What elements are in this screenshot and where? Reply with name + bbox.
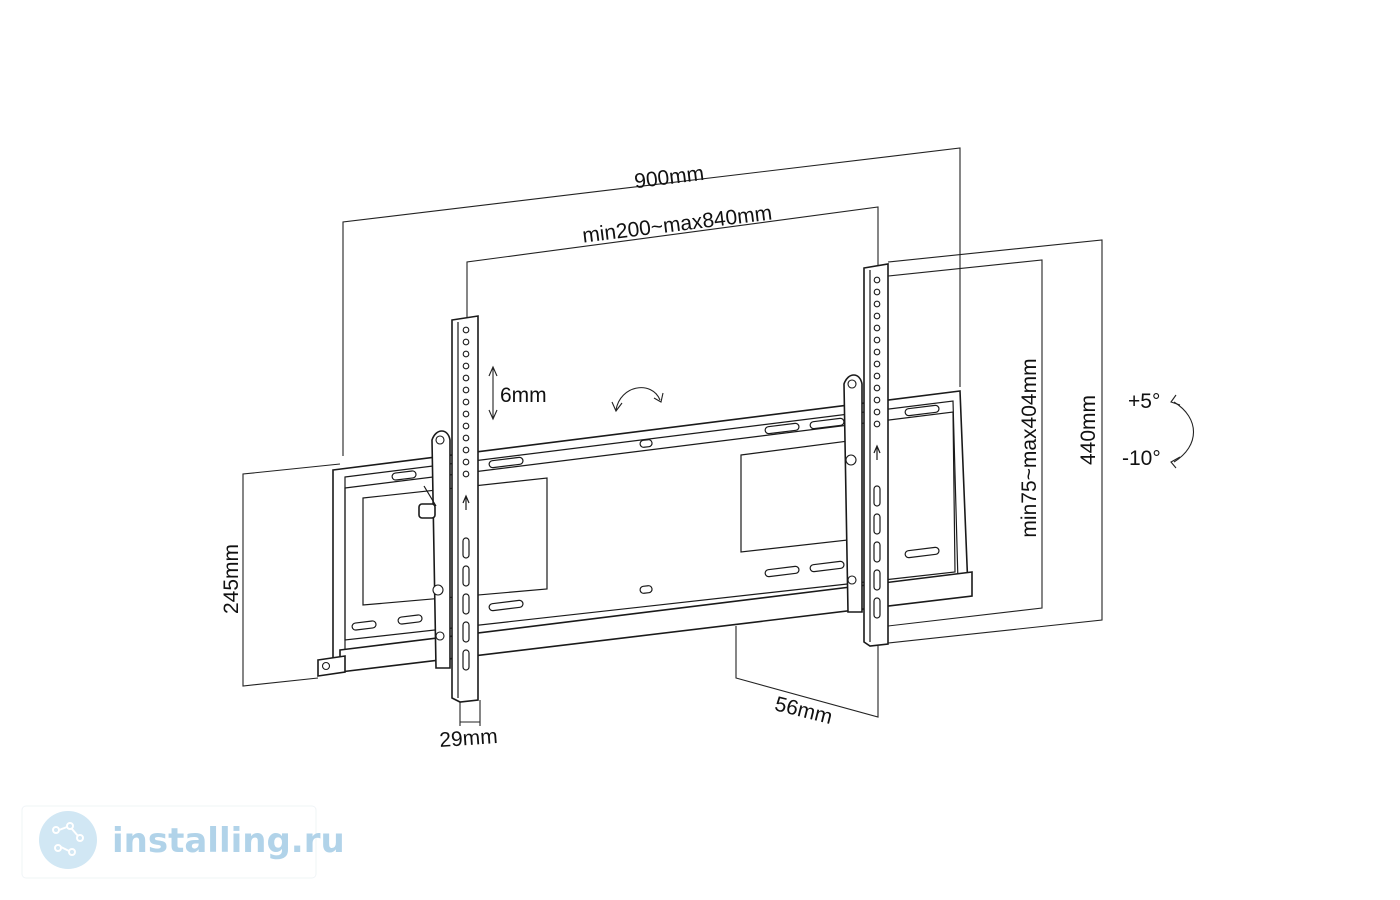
vesa-horizontal-label: min200~max840mm bbox=[581, 202, 773, 248]
plate-height-label: 245mm bbox=[220, 544, 243, 614]
overall-height-label: 440mm bbox=[1077, 395, 1100, 465]
wall-depth-label: 56mm bbox=[772, 692, 834, 728]
arm-width-label: 29mm bbox=[439, 725, 499, 752]
right-bracket-arm bbox=[843, 263, 889, 647]
adjust-step-label: 6mm bbox=[500, 384, 547, 407]
watermark-text: installing.ru bbox=[112, 821, 345, 861]
watermark: installing.ru bbox=[21, 805, 345, 879]
left-bracket-arm bbox=[418, 315, 479, 703]
watermark-logo-icon bbox=[39, 811, 97, 869]
tilt-up-label: +5° bbox=[1128, 390, 1160, 413]
wall-plate bbox=[317, 390, 973, 677]
tilt-down-label: -10° bbox=[1122, 447, 1161, 470]
right-arm-holes bbox=[873, 276, 881, 428]
vesa-vertical-label: min75~max404mm bbox=[1018, 358, 1041, 537]
overall-width-label: 900mm bbox=[633, 162, 705, 193]
dimension-lines bbox=[242, 147, 1195, 726]
left-arm-holes bbox=[462, 326, 470, 478]
